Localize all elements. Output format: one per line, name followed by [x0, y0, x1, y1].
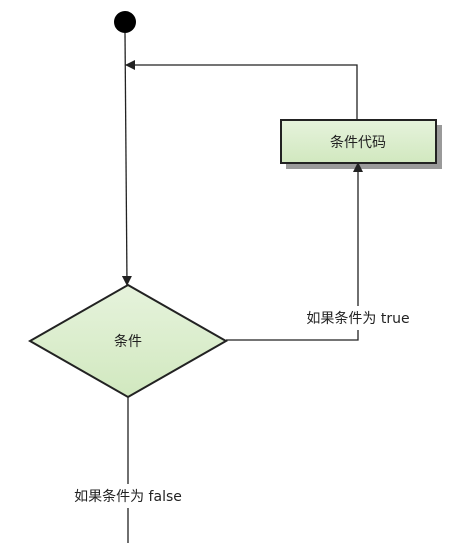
false-label-bg [64, 484, 192, 508]
condition-label: 条件 [114, 333, 142, 350]
start-to-condition-arrow [121, 32, 132, 286]
true-branch-arrow [226, 162, 363, 341]
true-branch-label: 如果条件为 true [306, 310, 409, 327]
loop-back-arrow [125, 60, 358, 120]
condition-code-label: 条件代码 [330, 134, 386, 151]
condition-code-node [280, 119, 437, 164]
false-branch-label: 如果条件为 false [74, 488, 182, 505]
start-node [114, 11, 136, 33]
true-label-bg [298, 306, 418, 330]
